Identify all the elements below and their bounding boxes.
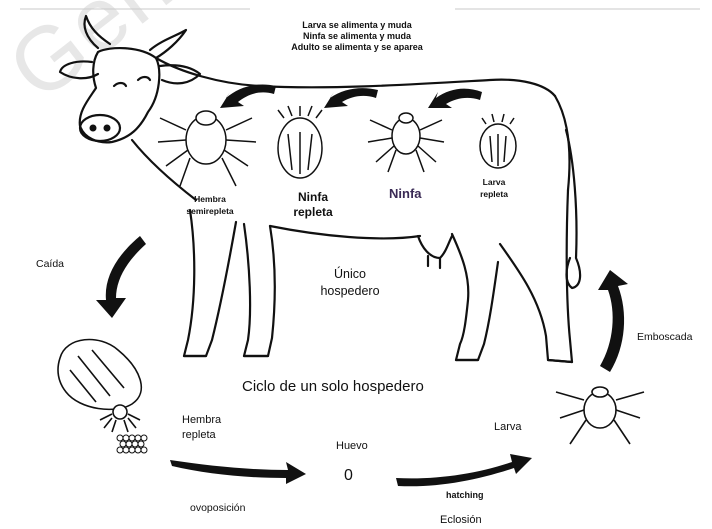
label-female-semirepleta: Hembra semirepleta [180, 193, 240, 217]
label-female-replete: Hembra repleta [182, 413, 221, 443]
label-hatching: hatching [446, 490, 484, 500]
header-line-3: Adulto se alimenta y se aparea [262, 42, 452, 53]
arrow-back-3 [428, 89, 482, 108]
tick-larva-bottom [556, 387, 644, 444]
tick-female-replete-bottom [58, 340, 141, 432]
label-larva: Larva [494, 421, 522, 433]
label-female-line-2: semirepleta [180, 205, 240, 217]
label-larva-replete-line-2: repleta [466, 188, 522, 200]
feeding-stages-header: Larva se alimenta y muda Ninfa se alimen… [262, 20, 452, 53]
label-larva-replete: Larva repleta [466, 176, 522, 200]
tick-nymph-replete [278, 106, 322, 178]
arrow-back-1 [220, 85, 276, 109]
label-female-replete-line-2: repleta [182, 428, 221, 443]
fall-arrow [96, 236, 146, 318]
label-oviposition: ovoposición [190, 502, 245, 514]
label-eclosion: Eclosión [440, 514, 482, 526]
label-single-host-line-2: hospedero [300, 283, 400, 300]
label-nymph-replete-line-2: repleta [276, 205, 350, 220]
tick-female-semirepleta [158, 111, 256, 186]
label-nymph-replete-line-1: Ninfa [276, 190, 350, 205]
label-larva-replete-line-1: Larva [466, 176, 522, 188]
label-female-line-1: Hembra [180, 193, 240, 205]
header-line-1: Larva se alimenta y muda [262, 20, 452, 31]
hatching-arrow [396, 454, 532, 486]
label-ambush: Emboscada [637, 331, 692, 343]
ambush-arrow [598, 270, 628, 372]
label-single-host: Único hospedero [300, 266, 400, 300]
cycle-title: Ciclo de un solo hospedero [242, 378, 424, 395]
tick-larva-replete [480, 114, 516, 168]
label-fall: Caída [36, 258, 64, 270]
header-line-2: Ninfa se alimenta y muda [262, 31, 452, 42]
tick-nymph [368, 113, 444, 172]
back-arrows [220, 85, 482, 109]
label-egg: Huevo [336, 440, 368, 452]
label-nymph-replete: Ninfa repleta [276, 190, 350, 220]
oviposition-arrow [170, 460, 306, 484]
arrow-back-2 [324, 88, 378, 108]
label-female-replete-line-1: Hembra [182, 413, 221, 428]
label-single-host-line-1: Único [300, 266, 400, 283]
egg-symbol: 0 [344, 467, 353, 485]
label-nymph: Ninfa [389, 186, 422, 201]
egg-cluster [117, 435, 147, 453]
